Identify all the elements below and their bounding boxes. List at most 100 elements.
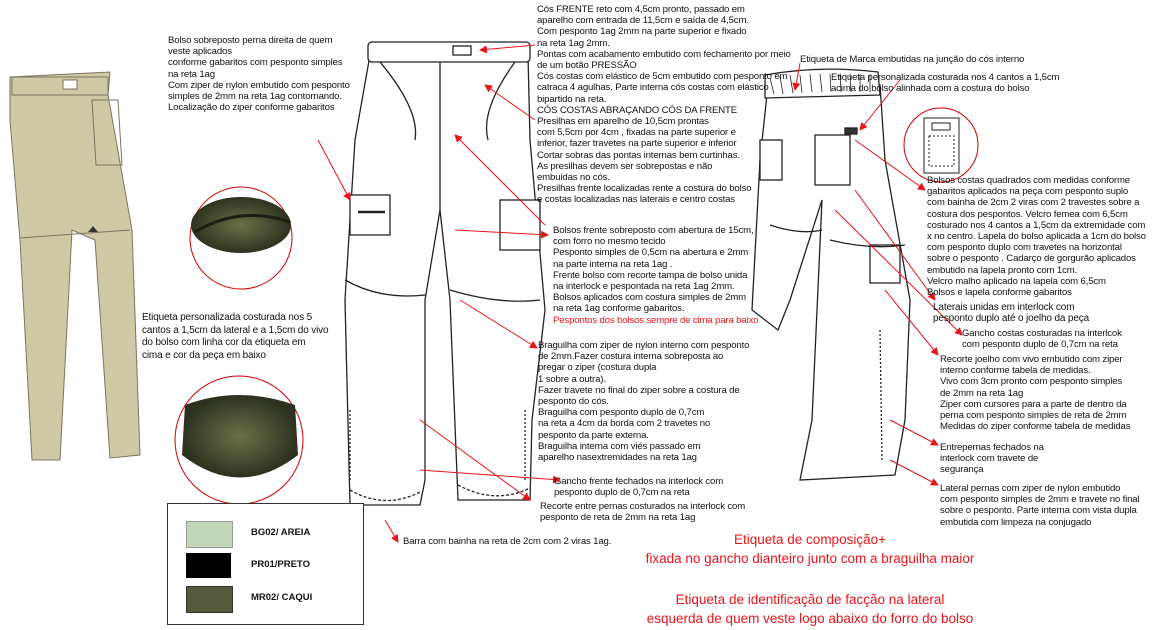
note-line: na reta a 4cm da borda com 2 travetes no [538, 418, 711, 430]
note-warning: Pespontos dos bolsos sempre de cima para… [553, 314, 759, 326]
note-line: Etiqueta personalizada costurada nos 4 c… [831, 72, 1060, 83]
note-line: Lateral pernas com ziper de nylon embuti… [940, 483, 1121, 494]
note-line: na reta 1ag conforme gabaritos. [553, 303, 685, 315]
note-back-pockets: Bolsos costas quadrados com medidas conf… [927, 175, 1146, 298]
note-line: gabaritos aplicados na peça com pesponto… [927, 186, 1129, 198]
note-line: com pesponto simples de 2mm e travete no… [940, 494, 1140, 506]
note-line: Recorte entre pernas costurados na inter… [540, 501, 746, 512]
swatch-label: BG02/ AREIA [251, 527, 311, 538]
note-label-left: Etiqueta personalizada costurada nos 5 c… [142, 312, 329, 362]
annotation-arrows [317, 44, 963, 543]
note-line: com pesponto duplo de 0,7cm na reta [962, 339, 1118, 351]
note-line: Etiqueta personalizada costurada nos 5 [142, 312, 312, 323]
note-line: 1 sobre a outra). [538, 373, 606, 385]
note-left-pocket: Bolso sobreposto perna direita de quem v… [168, 35, 350, 113]
note-line: CÓS COSTAS ABRAÇANDO CÓS DA FRENTE [537, 104, 737, 116]
note-line: Bolsos costas quadrados com medidas conf… [927, 175, 1130, 186]
note-line: embutido na lapela pronto com 1cm. [927, 264, 1078, 276]
swatch-caqui [186, 586, 233, 613]
note-line: interno conforme tabela de medidas. [940, 365, 1091, 377]
note-line: aparelho com entrada de 11,5cm e saída d… [537, 15, 749, 27]
note-line: sobre o pesponto . Cadarço de gorgurão a… [927, 253, 1136, 265]
note-line: e costas localizadas nas laterais e cent… [537, 194, 735, 206]
note-line: Braguilha com pesponto duplo de 0,7cm [538, 407, 705, 419]
note-front-pockets: Bolsos frente sobreposto com abertura de… [553, 225, 759, 326]
note-line: Entrepernas fechados na [940, 442, 1044, 453]
note-line: Gancho frente fechados na interlock com [554, 476, 724, 487]
note-line: perna com pesponto simples de reta de 2m… [940, 410, 1127, 422]
note-line: pesponto da parte externa. [538, 429, 649, 441]
note-line: Presilhas frente localizadas rente a cos… [537, 183, 752, 195]
colorway-legend: BG02/ AREIA PR01/PRETO MR02/ CAQUI [167, 503, 364, 625]
note-line: do bolso com linha cor da etiqueta em [142, 337, 306, 348]
note-line: de 2mm na reta 1ag [940, 387, 1024, 399]
note-line: acima do bolso alinhada com a costura do… [831, 83, 1030, 95]
note-line: Fazer travete no final do ziper sobre a … [538, 384, 740, 396]
callout-line: fixada no gancho dianteiro junto com a b… [645, 551, 975, 566]
note-line: com 5,5cm por 4cm , fixadas na parte sup… [537, 127, 736, 139]
note-line: Frente bolso com recorte tampa de bolso … [553, 269, 748, 281]
note-line: interlock com travete de [940, 453, 1039, 465]
note-waistband: Cós FRENTE reto com 4,5cm pronto, passad… [537, 4, 791, 206]
note-back-crotch: Gancho costas costuradas na interlcok co… [962, 328, 1122, 350]
note-line: pesponto de reta de 2mm na reta 1ag [540, 512, 696, 524]
note-line: pesponto duplo de 0,7cm na reta [554, 487, 690, 499]
note-line: pesponto do cós. [538, 396, 609, 408]
note-line: Com ziper de nylon embutido com pesponto [168, 79, 350, 91]
note-line: embutida com limpeza na conjugado [940, 516, 1092, 528]
note-hem: Barra com bainha na reta de 2cm com 2 vi… [403, 536, 612, 547]
note-line: sobre o pesponto. Parte interna com vist… [940, 505, 1137, 517]
note-front-crotch: Gancho frente fechados na interlock com … [554, 476, 723, 498]
composition-label-callout: Etiqueta de composição+ fixada no gancho… [640, 530, 980, 568]
note-line: embuidas no cós. [537, 172, 610, 184]
note-fly: Braguilha com ziper de nylon interno com… [538, 340, 749, 463]
note-custom-label: Etiqueta personalizada costurada nos 4 c… [831, 72, 1059, 94]
detail-photo-hem [174, 375, 304, 505]
note-line: As presilhas devem ser sobrepostas e não [537, 160, 713, 172]
khaki-pant-side-view [9, 71, 141, 461]
note-line: Recorte joelho com vivo embutido com zip… [940, 354, 1123, 365]
note-line: veste aplicados [168, 46, 232, 58]
callout-line: Etiqueta de identificação de facção na l… [675, 592, 945, 607]
swatch-areia [186, 521, 233, 548]
note-line: com pesponto duplo com travetes na horiz… [927, 242, 1122, 254]
note-line: Cós costas com elástico de 5cm embutido … [537, 71, 788, 83]
note-line: Bolsos frente sobreposto com abertura de… [553, 225, 754, 236]
note-line: inferior, fazer travetes na parte superi… [537, 138, 737, 150]
note-line: Bolsos aplicados com costura simples de … [553, 292, 746, 304]
note-line: costurado nos 4 cantos a 1,5cm da extrem… [927, 219, 1146, 231]
note-line: bipartido na reta. [537, 93, 607, 105]
note-line: simples de 2mm na reta 1ag contornando. [168, 91, 342, 103]
note-line: na reta 1ag 2mm. [537, 37, 610, 49]
note-line: conforme gabaritos com pesponto simples [168, 57, 343, 69]
note-line: Laterais unidas em interlock com [933, 302, 1075, 313]
note-line: Pesponto simples de 0,5cm na abertura e … [553, 247, 749, 259]
callout-line: esquerda de quem veste logo abaixo do fo… [646, 611, 974, 626]
detail-photo-zipper [189, 186, 293, 290]
note-line: Pontas com acabamento embutido com fecha… [537, 48, 791, 60]
note-line: cantos a 1,5cm da lateral e a 1,5cm do v… [142, 324, 329, 336]
note-inseam: Entrepernas fechados na interlock com tr… [940, 442, 1044, 476]
note-line: Medidas do ziper conforme tabela de medi… [940, 421, 1131, 433]
label-detail-circle [903, 107, 979, 183]
identification-label-callout: Etiqueta de identificação de facção na l… [640, 590, 980, 628]
note-line: na interlock e pespontada na reta 1ag 2m… [553, 281, 735, 293]
note-line: costura dos pespontos. Velcro femea com … [927, 208, 1128, 220]
note-line: Presilhas em aparelho de 10,5cm prontas [537, 116, 709, 128]
note-line: pesponto duplo até o joelho da peça [933, 313, 1089, 325]
note-line: Braguilha interna com viés passado em [538, 440, 701, 452]
note-brand-label: Etiqueta de Marca embutidas na junção do… [800, 54, 1025, 65]
note-line: na reta 1ag [168, 68, 215, 80]
note-line: Com pesponto 1ag 2mm na parte superior e… [537, 26, 747, 38]
note-line: Localização do ziper conforme gabaritos [168, 102, 335, 114]
note-line: Cós FRENTE reto com 4,5cm pronto, passad… [537, 4, 745, 15]
note-line: pregar o ziper (costura dupla [538, 362, 657, 374]
note-line: aparelho nasextremidades na reta 1ag [538, 452, 697, 464]
note-knee: Recorte joelho com vivo embutido com zip… [940, 354, 1130, 432]
note-line: segurança [940, 464, 984, 476]
note-line: Braguilha com ziper de nylon interno com… [538, 340, 750, 351]
note-line: Bolsos e lapela conforme gabaritos [927, 287, 1072, 299]
note-leg-seam: Recorte entre pernas costurados na inter… [540, 501, 745, 523]
note-line: x no centro. Lapela do bolso aplicada a … [927, 231, 1146, 243]
swatch-label: MR02/ CAQUI [251, 592, 313, 603]
